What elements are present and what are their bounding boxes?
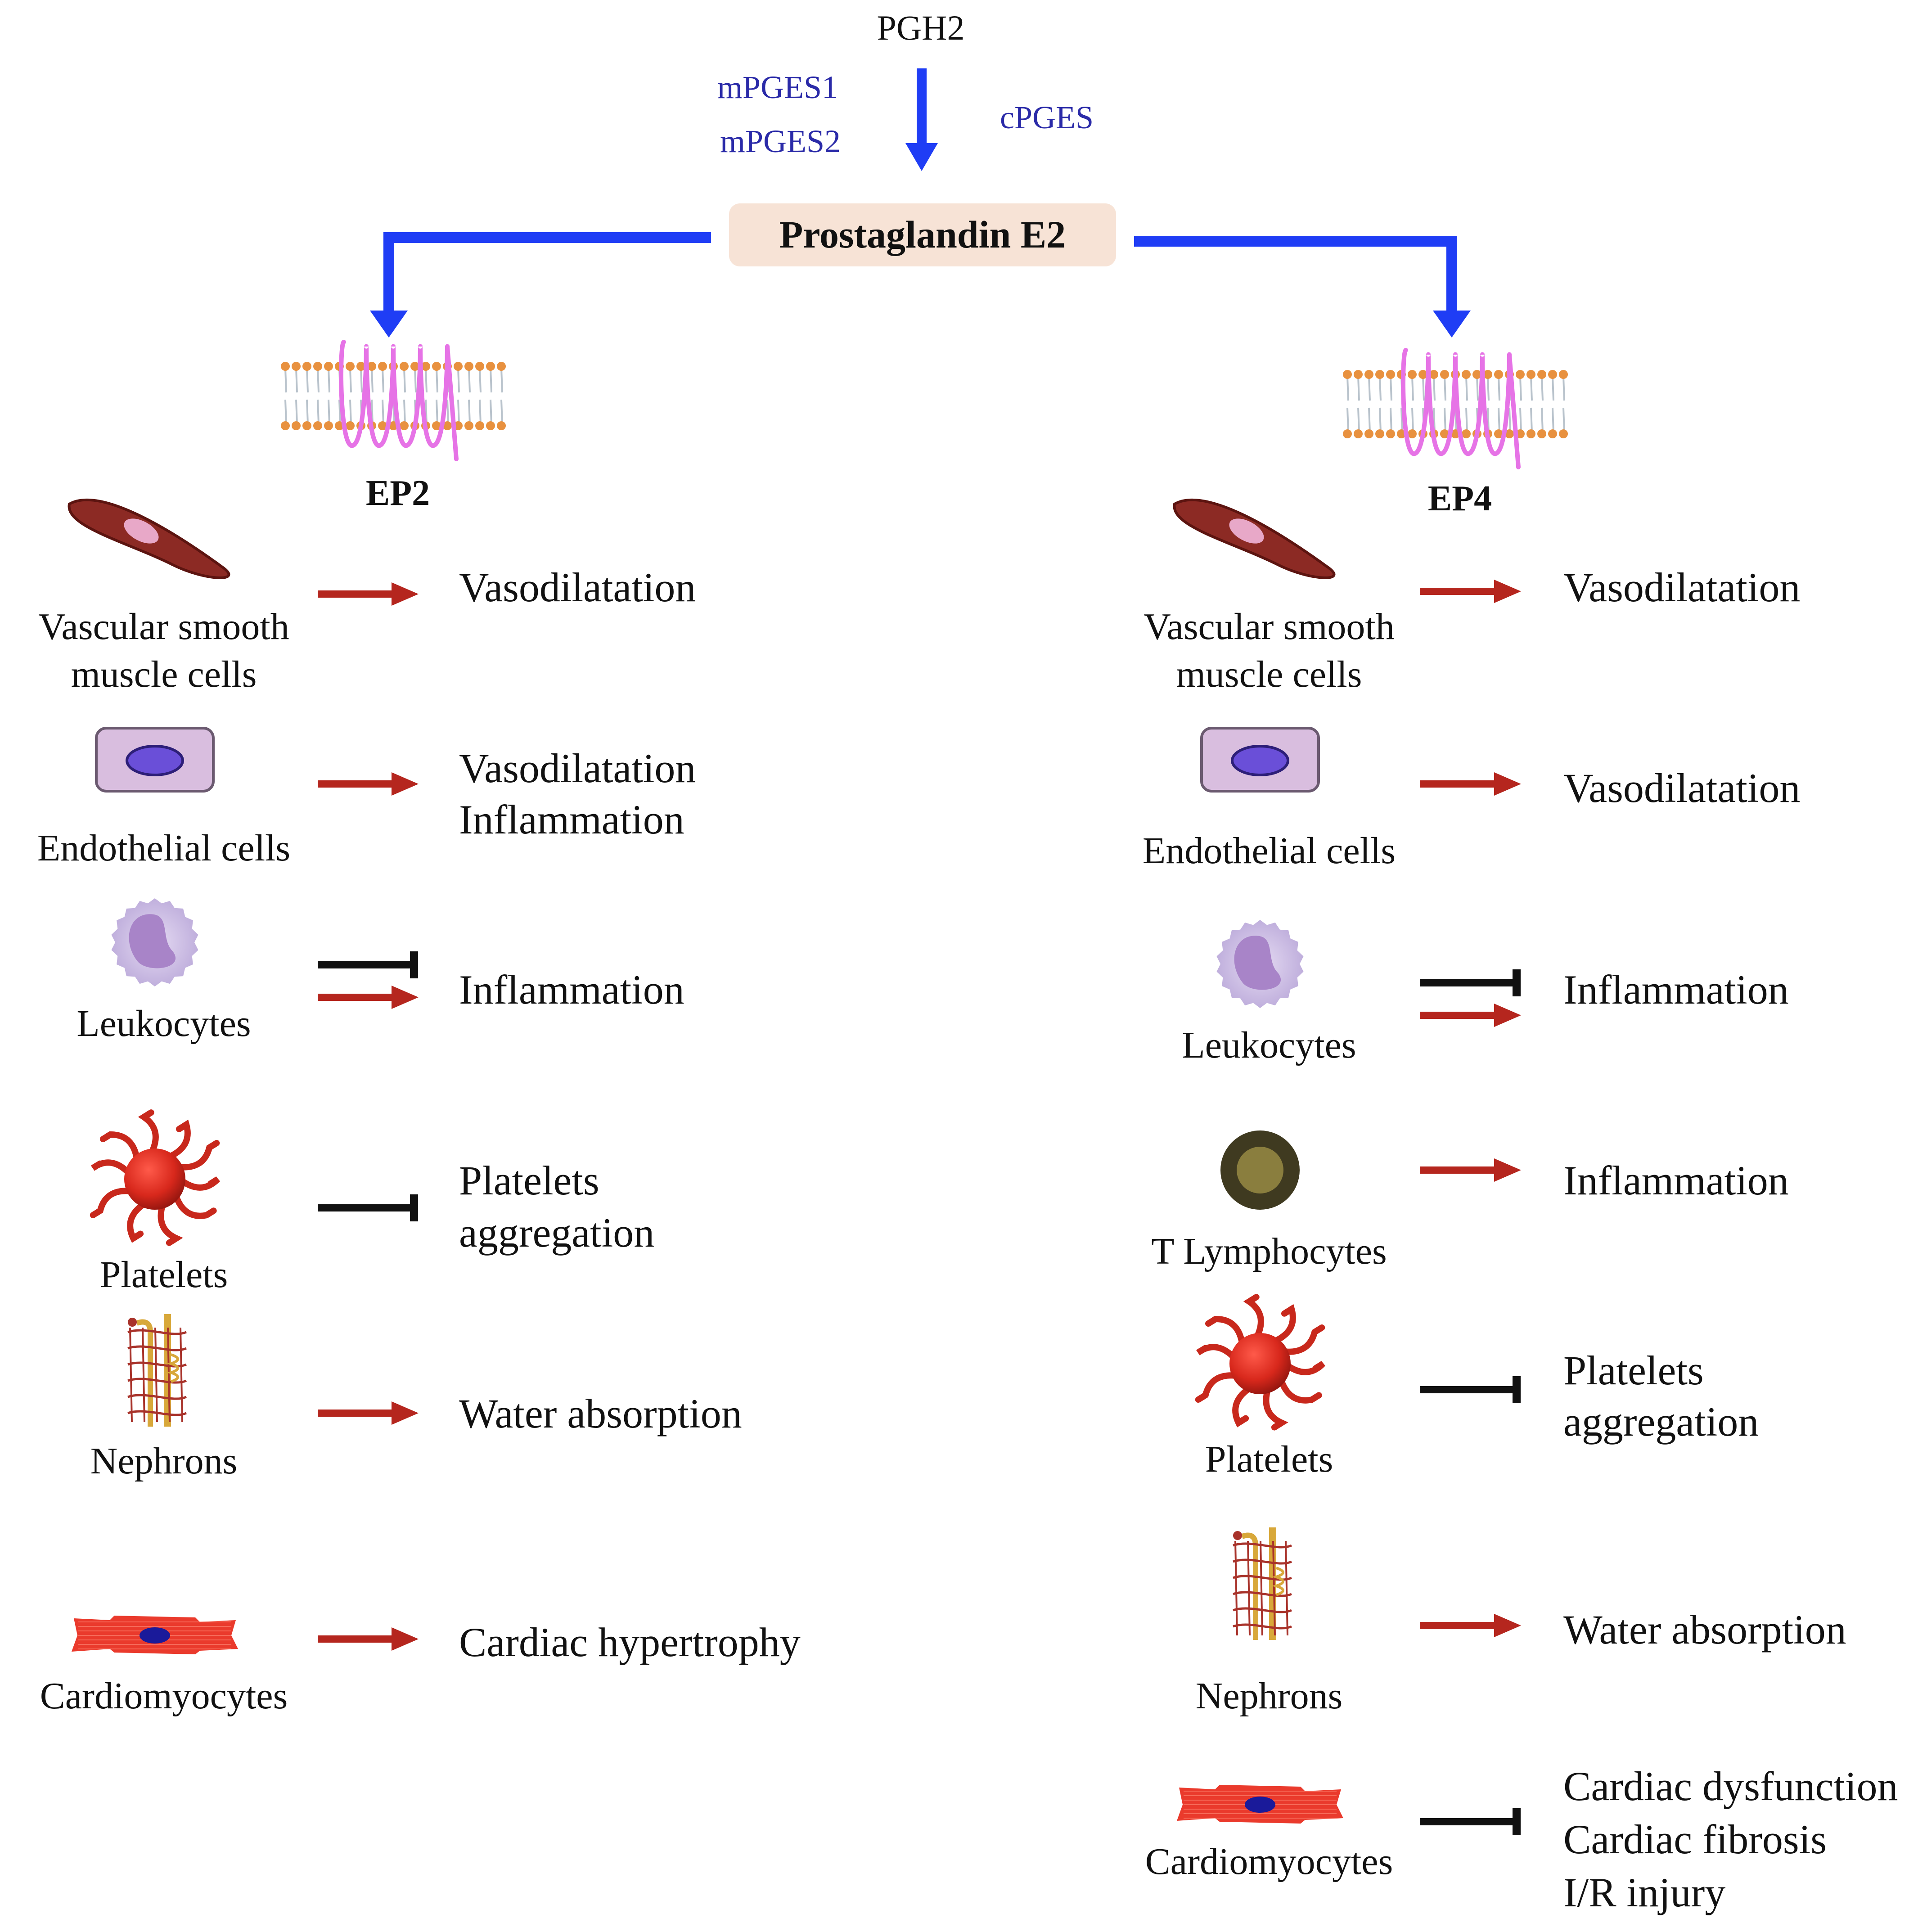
leukocyte-icon (1216, 920, 1304, 1008)
activation-arrowhead (392, 582, 419, 606)
pgh2-label: PGH2 (877, 8, 964, 47)
activation-arrowhead (392, 772, 419, 796)
ep2-receptor-icon (281, 340, 506, 461)
effect-label: Vasodilatation (459, 745, 696, 791)
cardiomyocyte-icon (1177, 1785, 1343, 1824)
ep2-row: Endothelial cells VasodilatationInflammat… (37, 727, 696, 869)
mpges2-label: mPGES2 (720, 123, 841, 159)
product-box: Prostaglandin E2 (729, 203, 1116, 266)
effect-label: I/R injury (1563, 1869, 1725, 1915)
cell-type-label: T Lymphocytes (1151, 1230, 1387, 1272)
t-lymphocyte-icon (1220, 1130, 1300, 1210)
ep2-row: Vascular smooth muscle cells Vasodilatatio… (38, 498, 696, 695)
effect-label: Platelets (1563, 1347, 1704, 1393)
effect-label: Inflammation (459, 797, 684, 842)
effect-label: Cardiac hypertrophy (459, 1619, 801, 1665)
branch-arrow-left (370, 232, 711, 338)
cell-type-label: Platelets (100, 1254, 228, 1296)
ep4-receptor-icon (1343, 348, 1568, 469)
activation-arrowhead (1494, 1158, 1521, 1182)
ep4-row: Endothelial cells Vasodilatation (1143, 727, 1800, 872)
ep2-row: Leukocytes Inflammation (77, 898, 684, 1045)
ep4-row: Vascular smooth muscle cells Vasodilatatio… (1144, 498, 1800, 695)
cell-type-label: muscle cells (71, 653, 257, 695)
cardiomyocyte-icon (72, 1616, 238, 1654)
activation-arrowhead (1494, 772, 1521, 796)
platelet-icon (90, 1109, 221, 1246)
effect-label: Inflammation (1563, 967, 1789, 1013)
cell-type-label: Leukocytes (1182, 1024, 1356, 1066)
ep4-label: EP4 (1428, 479, 1492, 518)
smooth-muscle-cell-icon (1173, 498, 1336, 579)
cpges-label: cPGES (1000, 99, 1094, 135)
cell-type-label: Endothelial cells (1143, 830, 1396, 872)
endothelial-cell-icon (1200, 727, 1320, 793)
cell-type-label: Nephrons (90, 1440, 238, 1482)
platelet-icon (1195, 1294, 1326, 1431)
endothelial-cell-icon (95, 727, 215, 793)
activation-arrowhead (392, 986, 419, 1009)
cell-type-label: Vascular smooth (38, 606, 289, 648)
effect-label: Vasodilatation (1563, 765, 1800, 811)
effect-label: aggregation (459, 1210, 654, 1256)
leukocyte-icon (111, 898, 198, 986)
effect-label: Inflammation (1563, 1157, 1789, 1203)
effect-label: aggregation (1563, 1399, 1759, 1445)
cell-type-label: Cardiomyocytes (40, 1675, 288, 1717)
ep2-row: Cardiomyocytes Cardiac hypertrophy (40, 1616, 801, 1717)
nephron-icon (127, 1314, 187, 1427)
branch-arrow-right (1134, 236, 1471, 338)
ep4-row: Leukocytes Inflammation (1182, 920, 1789, 1066)
cell-type-label: Leukocytes (77, 1003, 251, 1045)
cell-type-label: Vascular smooth (1144, 606, 1395, 648)
mpges1-label: mPGES1 (717, 69, 838, 105)
effect-label: Platelets (459, 1157, 599, 1203)
synthesis-arrow (905, 68, 938, 171)
effect-label: Inflammation (459, 967, 684, 1013)
effect-label: Vasodilatation (459, 564, 696, 610)
activation-arrowhead (392, 1401, 419, 1425)
effect-label: Cardiac dysfunction (1563, 1763, 1898, 1809)
cell-type-label: muscle cells (1176, 653, 1362, 695)
effect-label: Water absorption (459, 1391, 742, 1437)
activation-arrowhead (1494, 1004, 1521, 1027)
ep4-row: Nephrons Water absorption (1196, 1527, 1846, 1717)
product-label: Prostaglandin E2 (779, 213, 1066, 256)
effect-label: Cardiac fibrosis (1563, 1816, 1827, 1862)
effect-label: Water absorption (1563, 1607, 1846, 1653)
activation-arrowhead (392, 1627, 419, 1651)
nephron-icon (1233, 1527, 1292, 1640)
smooth-muscle-cell-icon (68, 498, 230, 579)
ep4-row: T Lymphocytes Inflammation (1151, 1130, 1789, 1272)
activation-arrowhead (1494, 1614, 1521, 1637)
effect-label: Vasodilatation (1563, 564, 1800, 610)
ep2-label: EP2 (366, 473, 430, 513)
cell-type-label: Nephrons (1196, 1675, 1343, 1717)
cell-type-label: Endothelial cells (37, 827, 290, 869)
ep2-row: Nephrons Water absorption (90, 1314, 742, 1482)
cell-type-label: Platelets (1205, 1438, 1333, 1480)
activation-arrowhead (1494, 580, 1521, 603)
cell-type-label: Cardiomyocytes (1145, 1841, 1393, 1882)
ep4-row: Cardiomyocytes Cardiac dysfunctionCardiac… (1145, 1763, 1898, 1915)
